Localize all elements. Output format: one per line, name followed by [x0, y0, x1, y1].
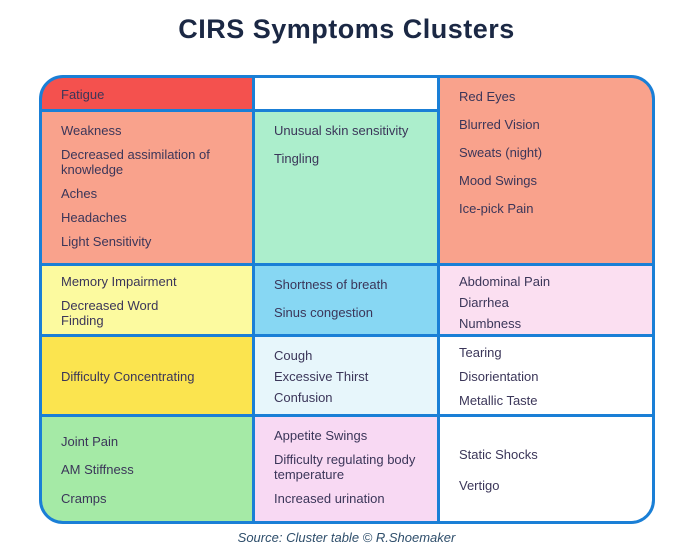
- symptom-item: Decreased Word Finding: [61, 298, 159, 329]
- symptom-item: Sweats (night): [459, 145, 543, 161]
- symptom-item: Red Eyes: [459, 89, 516, 104]
- symptom-item: Tearing: [459, 344, 502, 360]
- symptom-item: Fatigue: [61, 86, 105, 102]
- symptom-item: Joint Pain: [61, 434, 119, 450]
- symptom-item: Confusion: [274, 390, 333, 406]
- symptom-item: Unusual skin sensitivity: [274, 123, 409, 138]
- symptom-item: Static Shocks: [459, 446, 538, 462]
- symptom-item: Aches: [61, 186, 98, 202]
- cell-empty: [255, 78, 437, 109]
- symptom-item: Weakness: [61, 123, 122, 138]
- symptom-item: Cough: [274, 347, 313, 363]
- symptom-item: Headaches: [61, 210, 127, 226]
- symptom-item: Decreased assimilation of knowledge: [61, 147, 210, 178]
- symptom-item: Cramps: [61, 490, 107, 506]
- symptom-item: AM Stiffness: [61, 462, 134, 478]
- symptom-item: Blurred Vision: [459, 117, 540, 133]
- symptom-item: Vertigo: [459, 478, 500, 493]
- symptom-item: Increased urination: [274, 491, 385, 507]
- symptom-item: Mood Swings: [459, 173, 538, 189]
- cell-concentrating: Difficulty Concentrating: [42, 337, 252, 414]
- symptom-item: Tingling: [274, 151, 320, 167]
- page-title: CIRS Symptoms Clusters: [178, 14, 515, 44]
- symptom-item: Excessive Thirst: [274, 368, 369, 384]
- symptom-item: Sinus congestion: [274, 305, 374, 321]
- symptom-item: Numbness: [459, 316, 522, 332]
- symptom-item: Metallic Taste: [459, 393, 538, 409]
- symptom-item: Diarrhea: [459, 295, 509, 311]
- symptom-item: Difficulty regulating body temperature: [274, 452, 416, 483]
- symptom-item: Difficulty Concentrating: [61, 368, 195, 384]
- symptom-item: Appetite Swings: [274, 428, 368, 443]
- symptom-item: Abdominal Pain: [459, 274, 551, 289]
- symptom-item: Ice-pick Pain: [459, 201, 534, 217]
- symptom-item: Disorientation: [459, 368, 539, 384]
- symptom-item: Shortness of breath: [274, 277, 388, 292]
- symptom-item: Memory Impairment: [61, 274, 177, 289]
- cell-fatigue: Fatigue: [42, 78, 252, 109]
- symptom-item: Light Sensitivity: [61, 234, 152, 250]
